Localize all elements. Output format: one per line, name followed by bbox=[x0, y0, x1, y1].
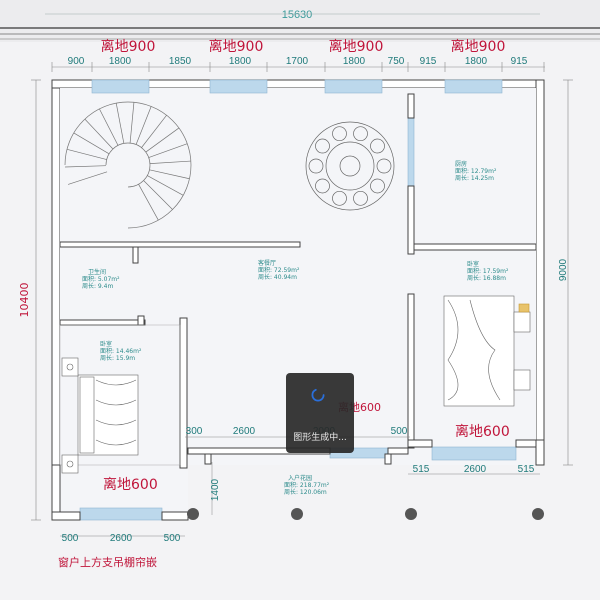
sill-height-label-1: 离地900 bbox=[101, 38, 156, 55]
bottom-left-dim-3: 500 bbox=[164, 533, 181, 544]
svg-text:厨房: 厨房 bbox=[455, 160, 467, 168]
top-dim-8: 915 bbox=[420, 56, 437, 67]
bed-left-icon bbox=[61, 357, 139, 474]
bottom-vertical-dim: 1400 bbox=[210, 478, 221, 501]
loading-spinner-icon bbox=[311, 388, 325, 402]
bottom-mid-dim-1: 300 bbox=[186, 426, 203, 437]
sill-height-label-2: 离地900 bbox=[209, 38, 264, 55]
svg-text:面积: 17.59m²: 面积: 17.59m² bbox=[467, 267, 509, 275]
top-dim-6: 1800 bbox=[343, 56, 366, 67]
loading-toast-text: 图形生成中... bbox=[293, 433, 347, 443]
svg-text:面积: 72.59m²: 面积: 72.59m² bbox=[258, 266, 300, 274]
svg-text:面积: 12.79m²: 面积: 12.79m² bbox=[455, 167, 497, 175]
sill-height-label-4: 离地900 bbox=[451, 38, 506, 55]
bottom-right-dim-1: 515 bbox=[413, 464, 430, 475]
top-dim-3: 1850 bbox=[169, 56, 192, 67]
top-dim-7: 750 bbox=[388, 56, 405, 67]
spiral-staircase-icon bbox=[64, 101, 192, 229]
top-dim-9: 1800 bbox=[465, 56, 488, 67]
svg-text:面积: 14.46m²: 面积: 14.46m² bbox=[100, 347, 142, 355]
room-label-top-right: 厨房 面积: 12.79m² 周长: 14.25m bbox=[455, 160, 497, 182]
room-label-center: 客餐厅 面积: 72.59m² 周长: 40.94m bbox=[258, 259, 300, 281]
round-dining-table-icon bbox=[305, 121, 395, 211]
room-label-small: 卫生间 面积: 5.07m² 周长: 9.4m bbox=[82, 268, 120, 290]
top-dim-2: 1800 bbox=[109, 56, 132, 67]
svg-text:周长: 14.25m: 周长: 14.25m bbox=[455, 174, 494, 182]
bed-right-icon bbox=[443, 295, 531, 407]
room-label-porch: 入户花园 面积: 218.77m² 周长: 120.06m bbox=[284, 474, 330, 496]
bottom-mid-dim-4: 500 bbox=[391, 426, 408, 437]
svg-text:周长: 40.94m: 周长: 40.94m bbox=[258, 273, 297, 281]
room-label-bottom-left: 卧室 面积: 14.46m² 周长: 15.9m bbox=[100, 340, 142, 362]
svg-text:周长: 15.9m: 周长: 15.9m bbox=[100, 354, 135, 362]
bottom-left-dim-1: 500 bbox=[62, 533, 79, 544]
top-dim-4: 1800 bbox=[229, 56, 252, 67]
bottom-right-dim-3: 515 bbox=[518, 464, 535, 475]
svg-text:卧室: 卧室 bbox=[467, 260, 479, 268]
bottom-right-dim-2: 2600 bbox=[464, 464, 487, 475]
svg-text:面积: 5.07m²: 面积: 5.07m² bbox=[82, 275, 120, 283]
top-dim-1: 900 bbox=[68, 56, 85, 67]
footer-note: 窗户上方支吊棚帘嵌 bbox=[58, 555, 157, 569]
right-height-label: 9000 bbox=[558, 258, 569, 281]
bottom-mid-dim-2: 2600 bbox=[233, 426, 256, 437]
svg-text:周长: 120.06m: 周长: 120.06m bbox=[284, 488, 327, 496]
loading-toast: 图形生成中... bbox=[286, 373, 354, 453]
sill-bedroom-left: 离地600 bbox=[103, 476, 158, 493]
svg-text:面积: 218.77m²: 面积: 218.77m² bbox=[284, 481, 330, 489]
top-dim-5: 1700 bbox=[286, 56, 309, 67]
top-dim-10: 915 bbox=[511, 56, 528, 67]
left-height-label: 10400 bbox=[18, 283, 31, 318]
total-width-label: 15630 bbox=[282, 9, 313, 21]
room-label-right-bedroom: 卧室 面积: 17.59m² 周长: 16.88m bbox=[467, 260, 509, 282]
svg-text:周长: 16.88m: 周长: 16.88m bbox=[467, 274, 506, 282]
sill-height-label-3: 离地900 bbox=[329, 38, 384, 55]
svg-text:客餐厅: 客餐厅 bbox=[258, 259, 276, 267]
bottom-left-dim-2: 2600 bbox=[110, 533, 133, 544]
sill-bedroom-right: 离地600 bbox=[455, 423, 510, 440]
svg-text:卫生间: 卫生间 bbox=[88, 268, 106, 276]
svg-text:周长: 9.4m: 周长: 9.4m bbox=[82, 282, 113, 290]
svg-text:卧室: 卧室 bbox=[100, 340, 112, 348]
svg-text:入户花园: 入户花园 bbox=[288, 474, 312, 482]
